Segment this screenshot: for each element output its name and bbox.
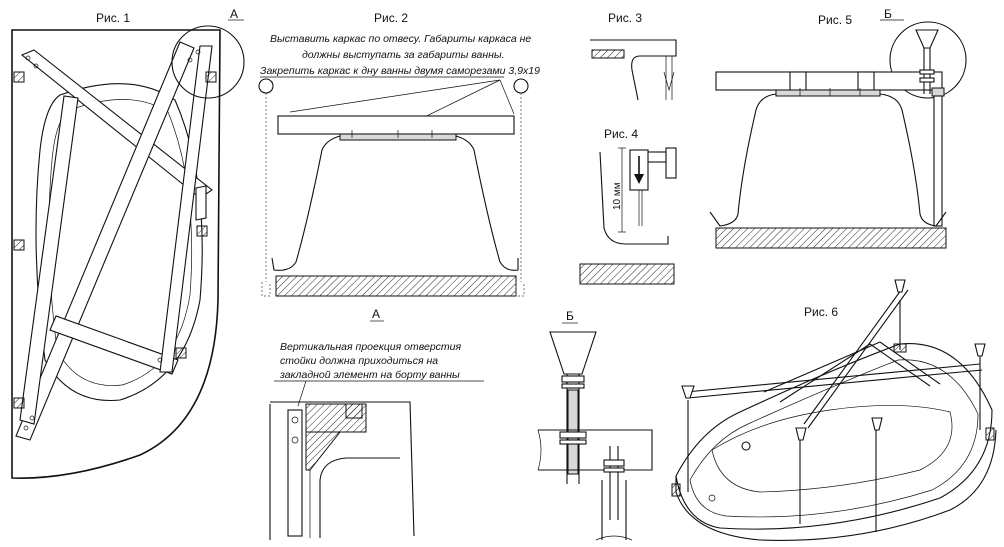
detail-b-label: Б [566, 309, 574, 323]
fig6-label: Рис. 6 [804, 305, 838, 319]
fig2-note-3: Закрепить каркас к дну ванны двумя самор… [260, 65, 540, 77]
figure-2: Рис. 2 Выставить каркас по отвесу. Габар… [258, 11, 540, 297]
detail-a-note-1: Вертикальная проекция отверстия [280, 341, 462, 353]
detail-a-note-3: закладной элемент на борту ванны [279, 369, 460, 381]
fig2-note-1: Выставить каркас по отвесу. Габариты кар… [270, 33, 531, 45]
figure-5: Рис. 5 Б [709, 7, 967, 249]
detail-a: А Вертикальная проекция отверстия стойки… [269, 307, 484, 540]
callout-b-top: Б [884, 7, 892, 21]
fig1-label: Рис. 1 [96, 11, 130, 25]
figure-3: Рис. 3 [590, 11, 677, 101]
figure-6: Рис. 6 [671, 279, 997, 541]
fig2-note-2: должны выступать за габариты ванны. [302, 49, 505, 61]
callout-a-top: А [230, 7, 238, 21]
fig2-label: Рис. 2 [374, 11, 408, 25]
fig5-label: Рис. 5 [818, 13, 852, 27]
fig4-label: Рис. 4 [604, 127, 638, 141]
fig4-dimension: 10 мм [612, 182, 623, 210]
detail-a-label: А [372, 307, 380, 321]
figure-1: Рис. 1 А [11, 7, 245, 479]
detail-b: Б [537, 309, 653, 541]
figure-4: Рис. 4 10 мм [579, 127, 677, 285]
detail-a-note-2: стойки должна приходиться на [280, 355, 438, 367]
fig3-label: Рис. 3 [608, 11, 642, 25]
